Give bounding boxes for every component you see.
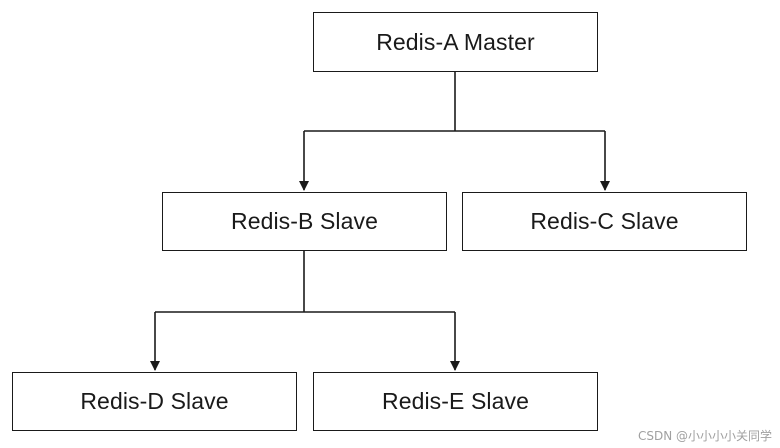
watermark: CSDN @小小小小关同学 [637, 429, 772, 443]
node-label: Redis-C Slave [530, 208, 679, 234]
node-redis-e-slave: Redis-E Slave [313, 372, 598, 431]
node-redis-b-slave: Redis-B Slave [162, 192, 447, 251]
node-label: Redis-E Slave [381, 388, 530, 414]
node-redis-a-master: Redis-A Master [313, 12, 598, 72]
node-redis-d-slave: Redis-D Slave [12, 372, 297, 431]
node-redis-c-slave: Redis-C Slave [462, 192, 747, 251]
node-label: Redis-B Slave [230, 208, 379, 234]
node-label: Redis-A Master [376, 28, 535, 55]
node-label: Redis-D Slave [80, 388, 229, 414]
